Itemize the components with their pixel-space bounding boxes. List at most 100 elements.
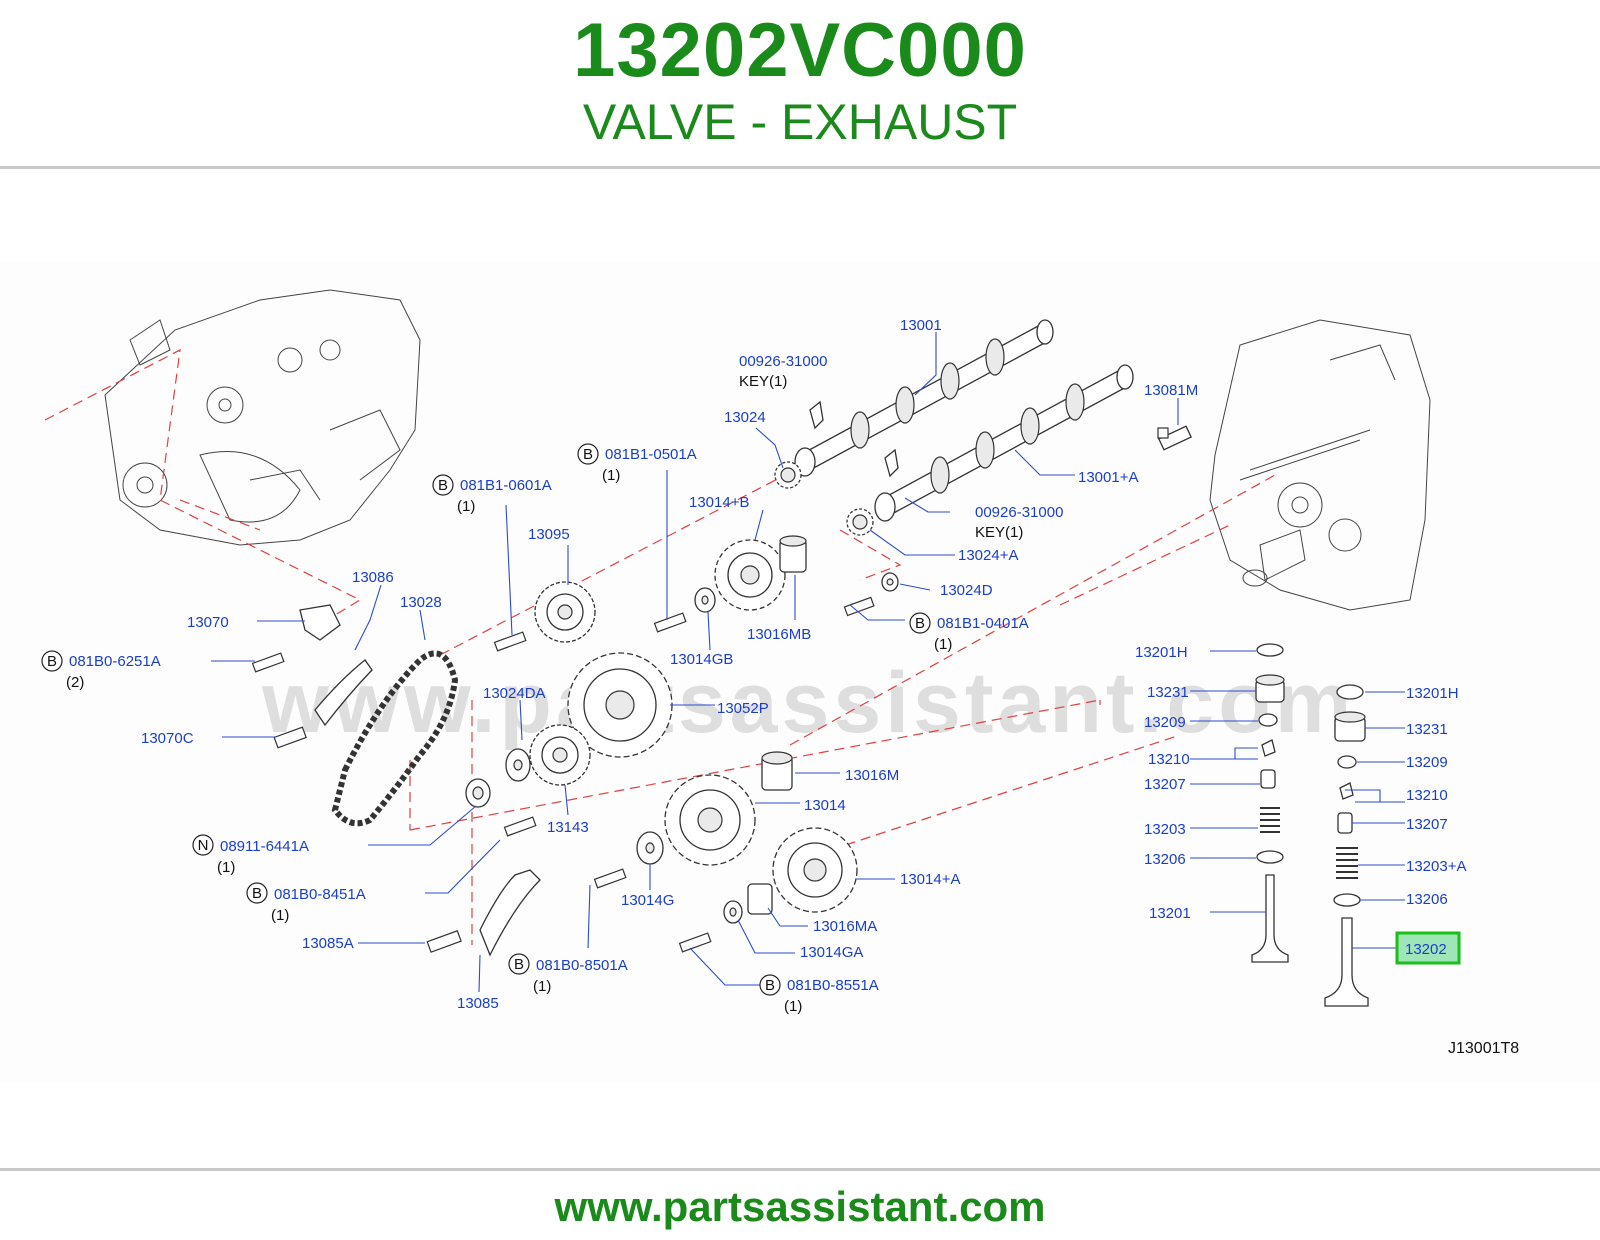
label-13070[interactable]: 13070 <box>187 614 229 631</box>
guide-13085 <box>479 869 541 957</box>
sprocket-13024a <box>846 508 874 536</box>
label-13016m[interactable]: 13016M <box>845 767 899 784</box>
label-13231-right[interactable]: 13231 <box>1406 721 1448 738</box>
gear-13014a <box>772 827 858 913</box>
badge-b-0501: B <box>583 446 593 463</box>
label-13024d[interactable]: 13024D <box>940 582 993 599</box>
valve-train-right <box>1324 684 1369 1007</box>
label-13201-left[interactable]: 13201 <box>1149 905 1191 922</box>
label-13231-left[interactable]: 13231 <box>1147 684 1189 701</box>
washer-13014gb <box>694 587 716 613</box>
label-13014g[interactable]: 13014G <box>621 892 674 909</box>
label-13001a[interactable]: 13001+A <box>1078 469 1138 486</box>
label-13202-highlighted[interactable]: 13202 <box>1405 941 1447 958</box>
qty-0601: (1) <box>457 498 475 515</box>
label-13206-left[interactable]: 13206 <box>1144 851 1186 868</box>
label-13143[interactable]: 13143 <box>547 819 589 836</box>
washer-13024d <box>881 572 899 592</box>
qty-0401: (1) <box>934 636 952 653</box>
exploded-view-svg: B B B B N B B B 13001 00926-31000 KEY(1)… <box>41 289 1519 1057</box>
label-13014gb[interactable]: 13014GB <box>670 651 733 668</box>
label-081b0-6251a[interactable]: 081B0-6251A <box>69 653 161 670</box>
label-key-b: KEY(1) <box>975 524 1023 541</box>
label-13207-left[interactable]: 13207 <box>1144 776 1186 793</box>
label-13085[interactable]: 13085 <box>457 995 499 1012</box>
label-13203a-right[interactable]: 13203+A <box>1406 858 1466 875</box>
label-13095[interactable]: 13095 <box>528 526 570 543</box>
label-13203-left[interactable]: 13203 <box>1144 821 1186 838</box>
hub-13016ma <box>747 883 773 915</box>
label-13028[interactable]: 13028 <box>400 594 442 611</box>
label-00926-31000-a[interactable]: 00926-31000 <box>739 353 827 370</box>
engine-front-sketch <box>104 289 421 546</box>
leader-lines <box>211 332 1405 993</box>
bolt-badges: B B B B N B B B <box>41 443 931 996</box>
label-13086[interactable]: 13086 <box>352 569 394 586</box>
label-13014a[interactable]: 13014+A <box>900 871 960 888</box>
label-13070c[interactable]: 13070C <box>141 730 194 747</box>
label-13209-right[interactable]: 13209 <box>1406 754 1448 771</box>
qty-0501: (1) <box>602 467 620 484</box>
label-13210-left[interactable]: 13210 <box>1148 751 1190 768</box>
label-13024a[interactable]: 13024+A <box>958 547 1018 564</box>
bolts <box>251 427 1169 953</box>
washer-13014g <box>636 831 664 865</box>
qty-8551: (1) <box>784 998 802 1015</box>
part-number-title: 13202VC000 <box>573 8 1027 93</box>
hub-13016m <box>761 751 793 791</box>
label-081b0-8501a[interactable]: 081B0-8501A <box>536 957 628 974</box>
footer-url-link[interactable]: www.partsassistant.com <box>554 1183 1046 1230</box>
guide-13086 <box>314 659 373 727</box>
label-13210-right[interactable]: 13210 <box>1406 787 1448 804</box>
label-13001[interactable]: 13001 <box>900 317 942 334</box>
label-00926-31000-b[interactable]: 00926-31000 <box>975 504 1063 521</box>
qty-8501: (1) <box>533 978 551 995</box>
label-13014ga[interactable]: 13014GA <box>800 944 863 961</box>
label-13024[interactable]: 13024 <box>724 409 766 426</box>
label-081b1-0401a[interactable]: 081B1-0401A <box>937 615 1029 632</box>
gear-13014b <box>714 539 786 611</box>
header: 13202VC000 VALVE - EXHAUST <box>0 0 1600 168</box>
camshaft-13001a <box>874 364 1134 522</box>
label-13014[interactable]: 13014 <box>804 797 846 814</box>
label-13201h-right[interactable]: 13201H <box>1406 685 1459 702</box>
label-08911-6441a[interactable]: 08911-6441A <box>220 838 309 855</box>
label-13016mb[interactable]: 13016MB <box>747 626 811 643</box>
sprocket-13024 <box>774 461 802 489</box>
hub-13016mb <box>779 535 807 573</box>
plug-13081m <box>1158 425 1192 451</box>
label-13207-right[interactable]: 13207 <box>1406 816 1448 833</box>
valve-train-left <box>1251 643 1289 963</box>
header-divider <box>0 166 1600 169</box>
label-13016ma[interactable]: 13016MA <box>813 918 877 935</box>
timing-chain-13028 <box>331 650 459 827</box>
tensioner-13070 <box>299 604 341 641</box>
label-13014b[interactable]: 13014+B <box>689 494 749 511</box>
washer-13014ga <box>723 900 743 924</box>
footer-divider <box>0 1168 1600 1171</box>
label-081b1-0601a[interactable]: 081B1-0601A <box>460 477 552 494</box>
collar-13024da <box>465 778 491 808</box>
diagram-code: J13001T8 <box>1448 1040 1519 1057</box>
label-081b0-8451a[interactable]: 081B0-8451A <box>274 886 366 903</box>
label-081b1-0501a[interactable]: 081B1-0501A <box>605 446 697 463</box>
label-13081m[interactable]: 13081M <box>1144 382 1198 399</box>
badge-n-6441: N <box>198 837 209 854</box>
part-labels: 13001 00926-31000 KEY(1) 13024 081B1-050… <box>66 317 1519 1057</box>
label-13052p[interactable]: 13052P <box>717 700 769 717</box>
badge-b-0601: B <box>438 477 448 494</box>
label-13201h-left[interactable]: 13201H <box>1135 644 1188 661</box>
label-13206-right[interactable]: 13206 <box>1406 891 1448 908</box>
qty-8451: (1) <box>271 907 289 924</box>
label-13024da[interactable]: 13024DA <box>483 685 546 702</box>
label-13085a[interactable]: 13085A <box>302 935 354 952</box>
label-13209-left[interactable]: 13209 <box>1144 714 1186 731</box>
label-key-a: KEY(1) <box>739 373 787 390</box>
assembly-dashed-lines <box>44 348 1276 945</box>
badge-b-0401: B <box>915 615 925 632</box>
gear-13014 <box>664 774 756 866</box>
badge-b-8501: B <box>514 956 524 973</box>
selected-part-highlight <box>1395 931 1461 965</box>
label-081b0-8551a[interactable]: 081B0-8551A <box>787 977 879 994</box>
gear-13095 <box>534 581 596 643</box>
